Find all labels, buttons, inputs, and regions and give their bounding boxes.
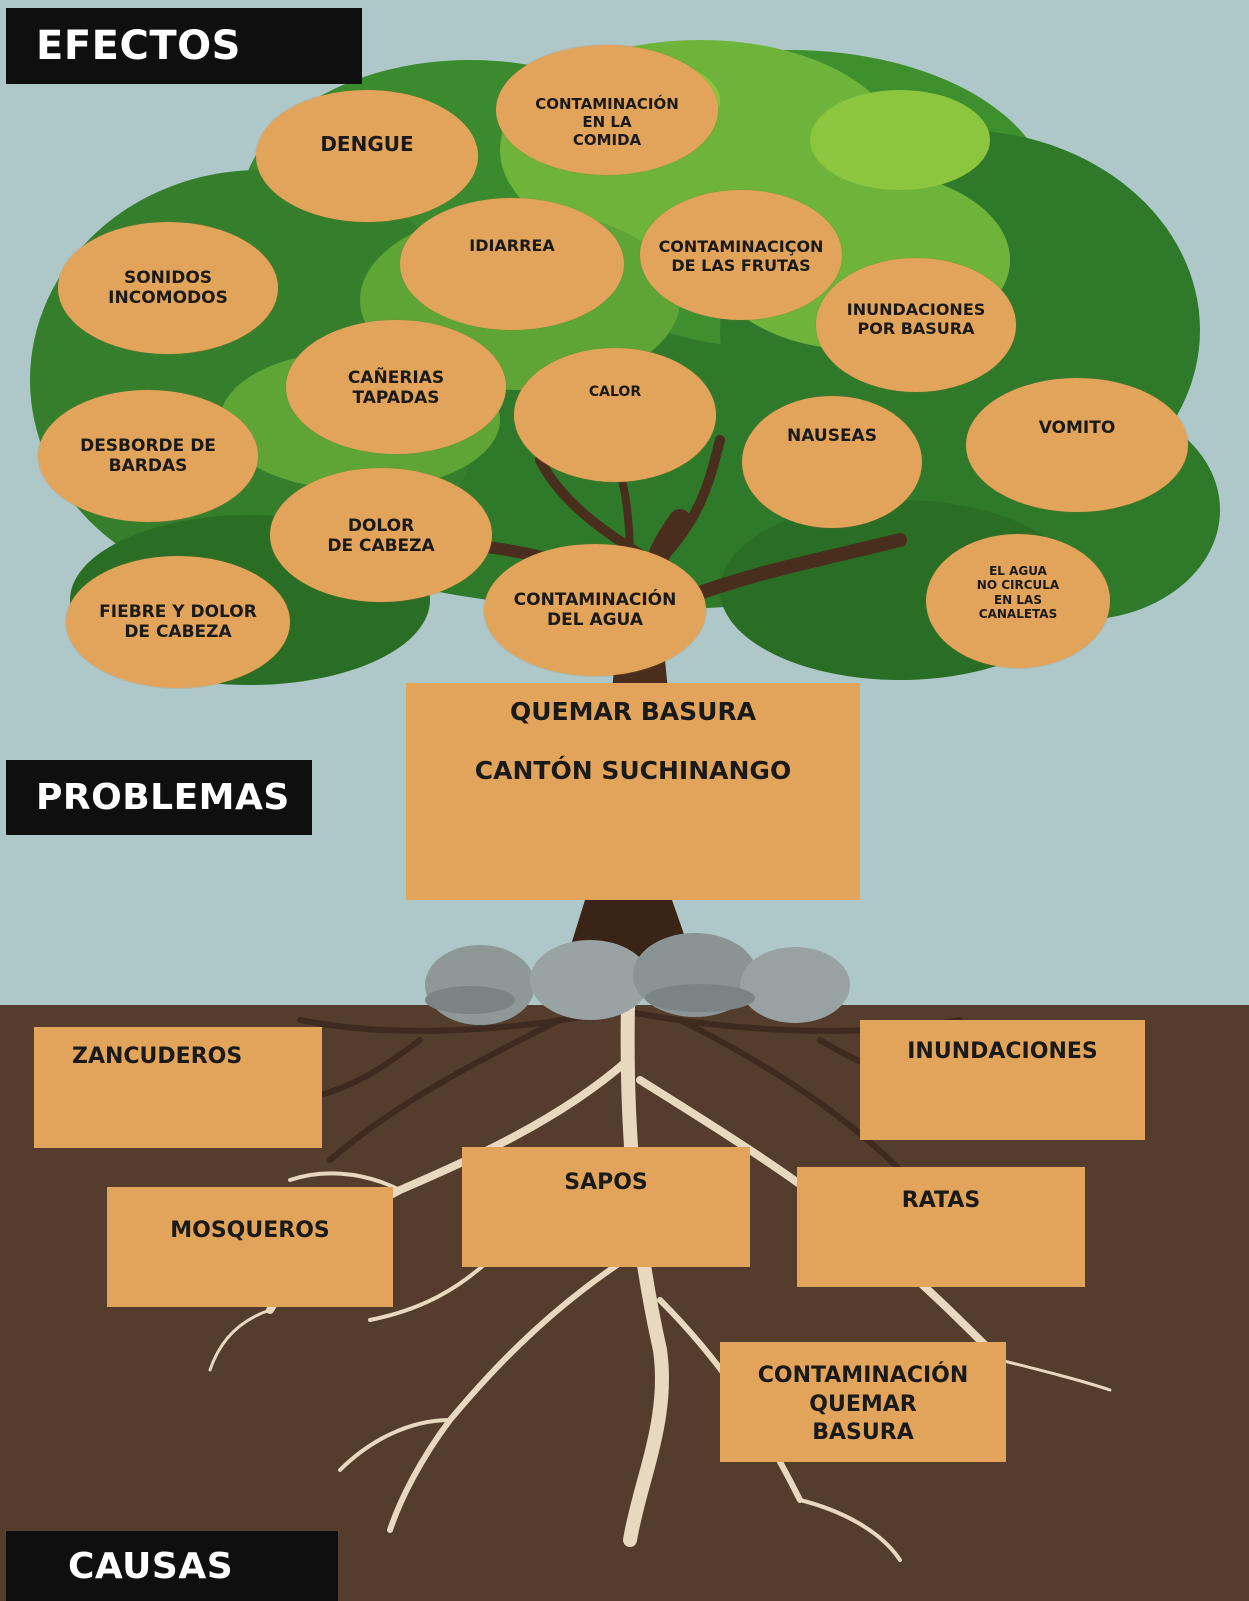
- effect-canerias-tapadas: CAÑERIAS TAPADAS: [286, 320, 506, 454]
- causes-label: CAUSAS: [6, 1531, 338, 1601]
- effect-dengue: DENGUE: [256, 90, 478, 222]
- problem-subtitle: CANTÓN SUCHINANGO: [474, 756, 792, 785]
- effects-label: EFECTOS: [6, 8, 362, 84]
- effect-fiebre-dolor: FIEBRE Y DOLOR DE CABEZA: [66, 556, 290, 688]
- effect-agua-canaletas: EL AGUA NO CIRCULA EN LAS CANALETAS: [926, 534, 1110, 668]
- cause-sapos: SAPOS: [462, 1147, 750, 1267]
- effect-idiarrea: IDIARREA: [400, 198, 624, 330]
- cause-mosqueros: MOSQUEROS: [107, 1187, 393, 1307]
- effect-inundaciones-basura: INUNDACIONES POR BASURA: [816, 258, 1016, 392]
- effect-contaminacion-agua: CONTAMINACIÓN DEL AGUA: [484, 544, 706, 676]
- cause-ratas: RATAS: [797, 1167, 1085, 1287]
- cause-contaminacion-quemar-basura: CONTAMINACIÓN QUEMAR BASURA: [720, 1342, 1006, 1462]
- problem-title: QUEMAR BASURA: [509, 697, 757, 726]
- effect-calor: CALOR: [514, 348, 716, 482]
- effect-vomito: VOMITO: [966, 378, 1188, 512]
- effect-nauseas: NAUSEAS: [742, 396, 922, 528]
- cause-zancuderos: ZANCUDEROS: [34, 1027, 322, 1148]
- effect-desborde-bardas: DESBORDE DE BARDAS: [38, 390, 258, 522]
- effect-contaminacion-comida: CONTAMINACIÓN EN LA COMIDA: [496, 45, 718, 175]
- effect-contaminacion-frutas: CONTAMINACIÇON DE LAS FRUTAS: [640, 190, 842, 320]
- cause-inundaciones: INUNDACIONES: [860, 1020, 1145, 1140]
- rocks: [425, 933, 850, 1025]
- problems-label: PROBLEMAS: [6, 760, 312, 835]
- effect-dolor-cabeza: DOLOR DE CABEZA: [270, 468, 492, 602]
- problem-box: QUEMAR BASURA CANTÓN SUCHINANGO: [406, 683, 860, 900]
- effect-sonidos-incomodos: SONIDOS INCOMODOS: [58, 222, 278, 354]
